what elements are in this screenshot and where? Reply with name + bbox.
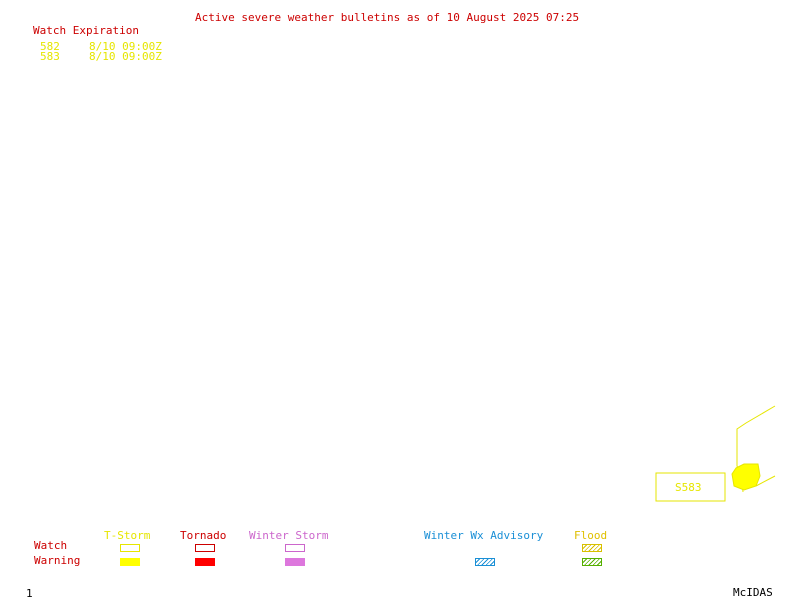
- legend-swatch-tornado-watch: [195, 544, 215, 552]
- watch-id: 583: [40, 50, 60, 63]
- legend-row-warning: Warning: [34, 554, 81, 567]
- watch-label-box: [655, 472, 726, 502]
- legend-row-watch: Watch: [34, 539, 68, 552]
- frame-number: 1: [26, 587, 33, 600]
- watch-583-outline-east: [755, 475, 776, 487]
- legend-label-tstorm: T-Storm: [104, 529, 151, 542]
- watch-expiration-time: 8/10 09:00Z: [89, 40, 162, 53]
- legend-swatch-tstorm-watch: [120, 544, 140, 552]
- watch-expiration-heading: Watch Expiration: [33, 24, 139, 37]
- watch-id: 582: [40, 40, 60, 53]
- watch-expiration-time: 8/10 09:00Z: [89, 50, 162, 63]
- warning-polygon: [731, 463, 761, 491]
- legend-label-flood: Flood: [574, 529, 608, 542]
- bulletin-title: Active severe weather bulletins as of 10…: [195, 11, 580, 24]
- mcidas-brand: McIDAS: [733, 586, 773, 599]
- legend-swatch-flood-watch: [582, 544, 602, 552]
- legend-label-tornado: Tornado: [180, 529, 227, 542]
- legend-label-winter-wx-advisory: Winter Wx Advisory: [424, 529, 544, 542]
- legend-swatch-tornado-warning: [195, 558, 215, 566]
- legend-swatch-winter-wx-advisory: [475, 558, 495, 566]
- legend-swatch-winter-storm-watch: [285, 544, 305, 552]
- legend-swatch-tstorm-warning: [120, 558, 140, 566]
- legend-label-winter-storm: Winter Storm: [249, 529, 329, 542]
- watch-label: S583: [675, 481, 702, 494]
- legend-swatch-flood-warning: [582, 558, 602, 566]
- legend-swatch-winter-storm-warning: [285, 558, 305, 566]
